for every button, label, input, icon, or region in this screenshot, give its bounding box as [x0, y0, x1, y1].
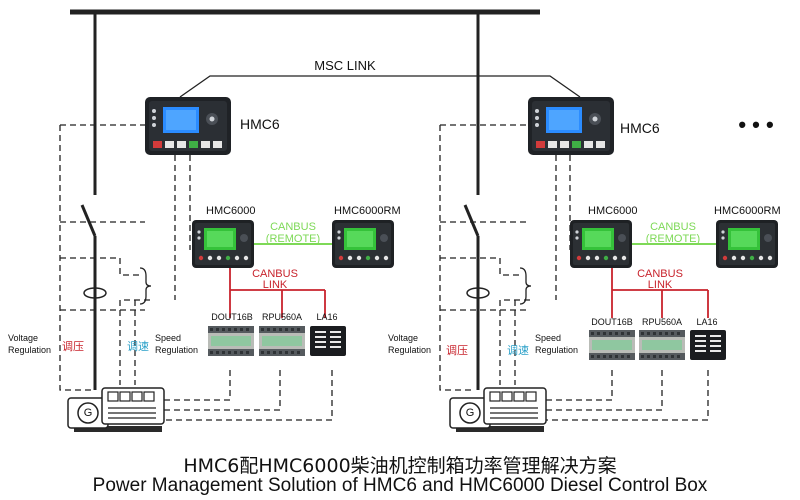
unit-1-la16-panel: [310, 326, 346, 356]
unit-1-canbus-link-sub: LINK: [263, 279, 288, 291]
unit-2-rpu560a-label: RPU560A: [642, 317, 682, 327]
unit-1-voltage-regulation-label: Voltage: [8, 333, 38, 343]
unit-1-generator-symbol: G: [84, 407, 93, 419]
breaker-blade: [463, 204, 480, 237]
msc-link-line: [179, 75, 581, 98]
unit-1-hmc6-controller: [145, 97, 231, 155]
unit-1-control-wiring: [59, 124, 333, 421]
unit-2-generator-symbol: G: [466, 407, 475, 419]
unit-1-dout16b-label: DOUT16B: [211, 312, 253, 322]
unit-2-hmc6000rm-label: HMC6000RM: [714, 205, 781, 217]
unit-2-rpu560a-module: [639, 330, 685, 360]
signal-brace: [139, 267, 152, 305]
unit-1-canbus-link: [229, 268, 326, 318]
unit-1-speed-regulation-label: Speed: [155, 333, 181, 343]
unit-2-canbus-link-label: CANBUS: [637, 268, 683, 280]
unit-2-canbus-remote-label: CANBUS: [650, 221, 696, 233]
current-transformer: [466, 287, 490, 299]
unit-1-diesel-genset: [67, 387, 165, 433]
unit-1-rpu560a-label: RPU560A: [262, 312, 302, 322]
unit-2-dout16b-label: DOUT16B: [591, 317, 633, 327]
more-units-indicator: • • •: [738, 112, 773, 137]
unit-2-canbus-remote-sub: (REMOTE): [646, 233, 700, 245]
unit-2-speed-regulation-sub: Regulation: [535, 345, 578, 355]
unit-1-canbus-remote-sub: (REMOTE): [266, 233, 320, 245]
unit-1-speed-regulation-cn: 调速: [127, 340, 149, 353]
unit-1-la16-label: LA16: [316, 312, 337, 322]
unit-1-dout16b-module: [208, 326, 254, 356]
unit-1-hmc6000-module: [192, 220, 254, 268]
msc-link-label: MSC LINK: [314, 58, 376, 73]
caption-chinese: HMC6配HMC6000柴油机控制箱功率管理解决方案: [183, 455, 617, 477]
unit-1-hmc6000rm-label: HMC6000RM: [334, 205, 401, 217]
unit-2-speed-regulation-label: Speed: [535, 333, 561, 343]
unit-2-hmc6000-label: HMC6000: [588, 205, 638, 217]
unit-2-la16-label: LA16: [696, 317, 717, 327]
unit-2-hmc6000rm-module: [716, 220, 778, 268]
unit-2-hmc6000-module: [570, 220, 632, 268]
caption-english: Power Management Solution of HMC6 and HM…: [92, 475, 708, 496]
unit-2-dout16b-module: [589, 330, 635, 360]
unit-1-voltage-regulation-sub: Regulation: [8, 345, 51, 355]
unit-2-hmc6-label: HMC6: [620, 120, 660, 136]
current-transformer: [83, 287, 107, 299]
power-management-diagram: MSC LINK • • • HMC6 HMC6000: [8, 9, 781, 433]
unit-2-diesel-genset: [449, 387, 547, 433]
unit-2-canbus-link-sub: LINK: [648, 279, 673, 291]
breaker-blade: [80, 204, 97, 237]
unit-2-voltage-regulation-sub: Regulation: [388, 345, 431, 355]
unit-1-hmc6000rm-module: [332, 220, 394, 268]
unit-1: HMC6 HMC6000 HMC6000RM CANBUS (REMOTE) C…: [8, 97, 401, 433]
unit-1-hmc6-label: HMC6: [240, 116, 280, 132]
unit-2-control-wiring: [439, 124, 709, 421]
signal-brace: [519, 267, 532, 305]
unit-1-rpu560a-module: [259, 326, 305, 356]
unit-2: HMC6 HMC6000 HMC6000RM CANBUS (REMOTE) C…: [388, 97, 781, 433]
unit-1-canbus-link-label: CANBUS: [252, 268, 298, 280]
unit-2-hmc6-controller: [528, 97, 614, 155]
unit-2-voltage-regulation-cn: 调压: [446, 344, 468, 357]
unit-2-speed-regulation-cn: 调速: [507, 344, 529, 357]
unit-1-voltage-regulation-cn: 调压: [62, 340, 84, 353]
unit-1-hmc6000-label: HMC6000: [206, 205, 256, 217]
unit-1-speed-regulation-sub: Regulation: [155, 345, 198, 355]
unit-2-voltage-regulation-label: Voltage: [388, 333, 418, 343]
unit-2-la16-panel: [690, 330, 726, 360]
unit-2-canbus-link: [611, 268, 709, 318]
unit-1-canbus-remote-label: CANBUS: [270, 221, 316, 233]
